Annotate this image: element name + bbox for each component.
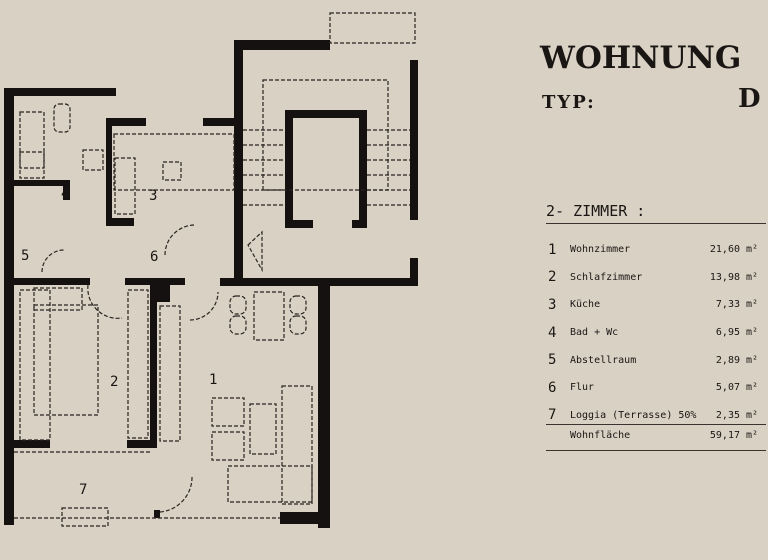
total-label: Wohnfläche	[570, 430, 631, 441]
divider	[546, 450, 766, 451]
room-area: 7,33	[715, 299, 740, 311]
area-unit: m²	[746, 430, 759, 441]
room-num: 1	[548, 241, 557, 258]
room-num: 3	[548, 296, 557, 313]
table-row: 6 Flur 5,07 m²	[548, 374, 766, 402]
area-unit: m²	[746, 409, 759, 421]
table-row: 4 Bad + Wc 6,95 m²	[548, 319, 766, 347]
table-row: 5 Abstellraum 2,89 m²	[548, 346, 766, 374]
room-number-2: 2	[110, 374, 118, 390]
room-num: 4	[548, 324, 557, 341]
room-name: Wohnzimmer	[570, 244, 631, 256]
room-area: 5,07	[715, 382, 740, 394]
area-unit: m²	[746, 382, 759, 394]
room-number-1: 1	[209, 372, 217, 388]
room-number-5: 5	[21, 248, 29, 264]
table-row: 2 Schlafzimmer 13,98 m²	[548, 264, 766, 292]
rooms-heading: 2- ZIMMER :	[546, 202, 646, 220]
floor-plan: 1 2 3 4 5 6 7	[4, 12, 418, 528]
room-num: 2	[548, 269, 557, 286]
room-name: Flur	[570, 382, 595, 394]
area-unit: m²	[746, 271, 759, 283]
room-num: 7	[548, 407, 557, 424]
table-row: 3 Küche 7,33 m²	[548, 291, 766, 319]
room-area: 2,89	[715, 354, 740, 366]
room-name: Bad + Wc	[570, 327, 619, 339]
room-num: 6	[548, 379, 557, 396]
room-num: 5	[548, 352, 557, 369]
divider	[546, 424, 766, 425]
type-label: TYP:	[542, 92, 596, 113]
room-number-6: 6	[150, 249, 158, 265]
area-unit: m²	[746, 354, 759, 366]
total-row: Wohnfläche 59,17 m²	[570, 430, 766, 441]
type-value: D	[738, 84, 761, 114]
room-number-3: 3	[149, 188, 157, 204]
table-row: 1 Wohnzimmer 21,60 m²	[548, 236, 766, 264]
room-name: Abstellraum	[570, 354, 637, 366]
room-area: 21,60	[709, 244, 740, 256]
room-name: Loggia (Terrasse) 50%	[570, 409, 697, 421]
area-unit: m²	[746, 299, 759, 311]
area-unit: m²	[746, 244, 759, 256]
area-unit: m²	[746, 327, 759, 339]
room-area: 6,95	[715, 327, 740, 339]
furniture-and-stairs	[14, 12, 416, 527]
page-title: WOHNUNG	[540, 40, 742, 76]
total-area: 59,17	[709, 430, 740, 441]
room-number-7: 7	[79, 482, 87, 498]
table-row: 7 Loggia (Terrasse) 50% 2,35 m²	[548, 402, 766, 430]
room-area: 2,35	[715, 409, 740, 421]
room-area: 13,98	[709, 271, 740, 283]
room-name: Schlafzimmer	[570, 271, 643, 283]
divider	[546, 223, 766, 224]
walls	[4, 40, 418, 528]
room-name: Küche	[570, 299, 601, 311]
room-number-4: 4	[61, 186, 69, 202]
